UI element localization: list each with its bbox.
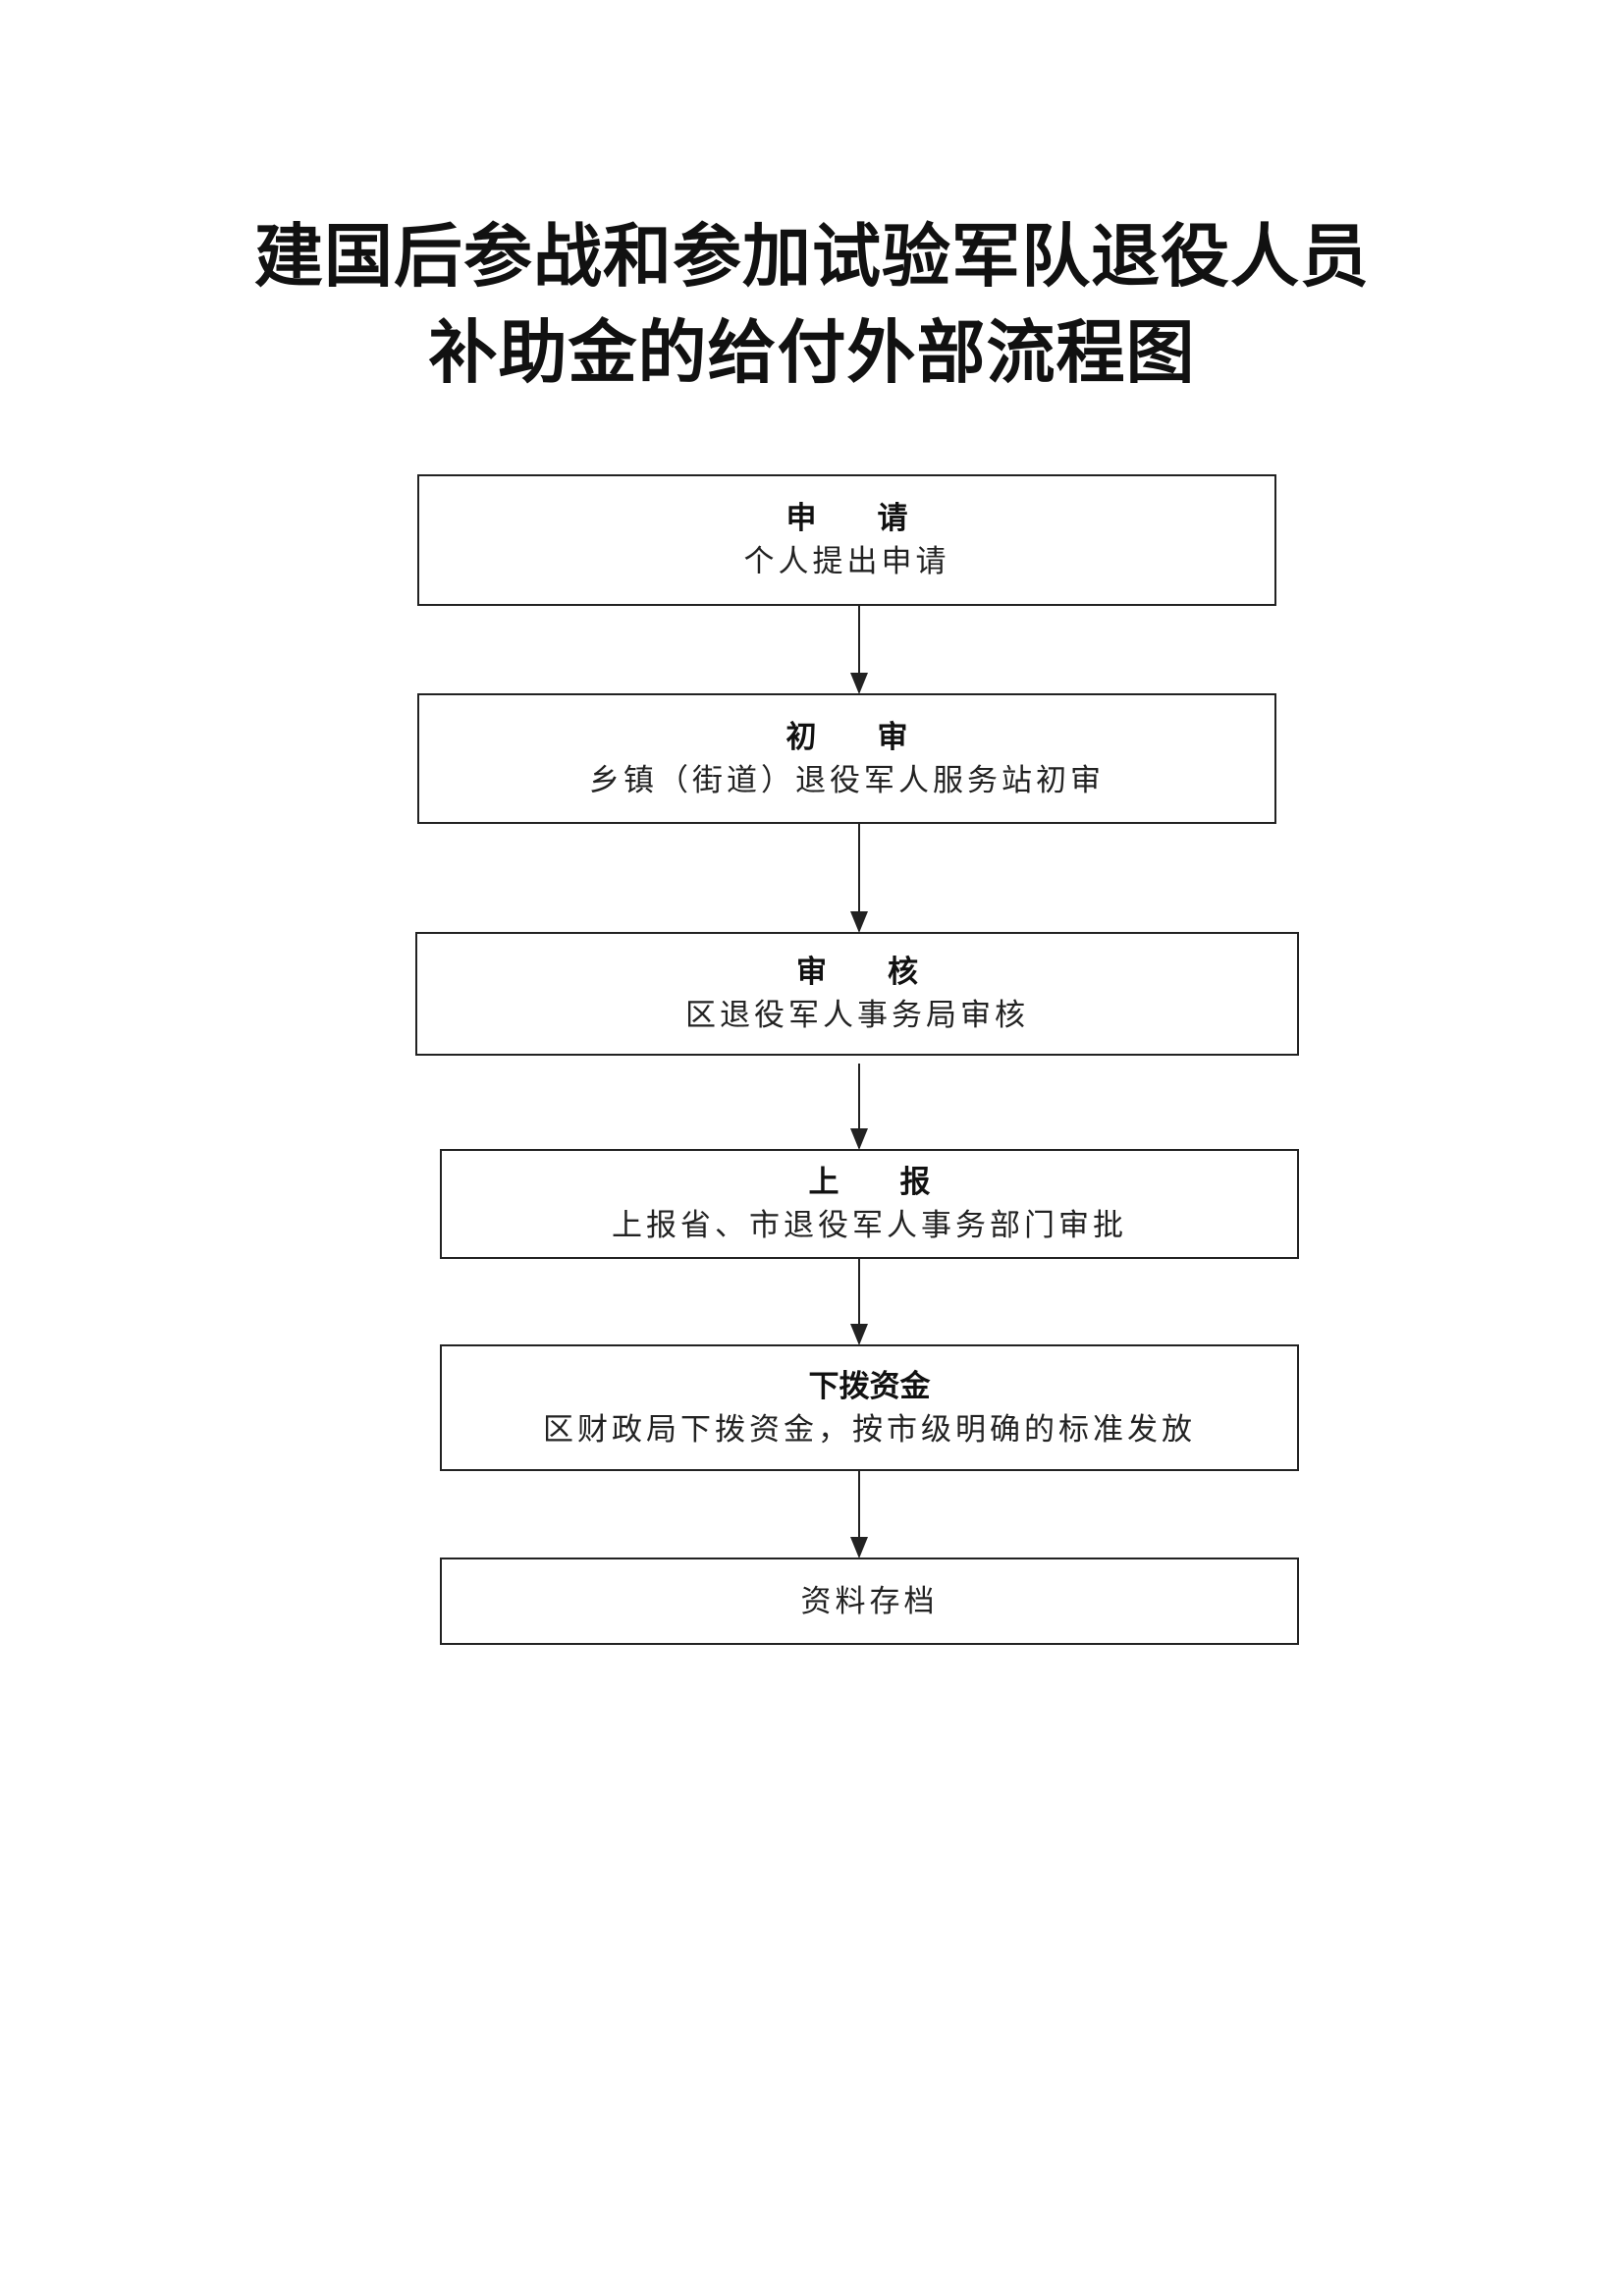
arrow-down-icon (850, 1259, 868, 1345)
step-heading: 申 请 (785, 501, 908, 536)
title-line-2: 补助金的给付外部流程图 (428, 311, 1196, 393)
arrow-down-icon (850, 606, 868, 694)
step-audit: 审 核 区退役军人事务局审核 (415, 932, 1299, 1056)
step-detail: 区退役军人事务局审核 (685, 998, 1029, 1033)
arrow-down-icon (850, 1064, 868, 1150)
step-heading: 上 报 (808, 1165, 931, 1200)
step-heading: 审 核 (796, 955, 918, 990)
step-apply: 申 请 个人提出申请 (417, 474, 1276, 606)
step-detail: 上报省、市退役军人事务部门审批 (612, 1208, 1127, 1243)
step-report: 上 报 上报省、市退役军人事务部门审批 (440, 1149, 1299, 1259)
step-detail: 个人提出申请 (743, 544, 950, 579)
step-heading: 初 审 (785, 719, 908, 755)
step-archive: 资料存档 (440, 1558, 1299, 1645)
step-heading: 下拨资金 (808, 1368, 931, 1404)
step-detail: 资料存档 (800, 1583, 939, 1619)
step-initial-review: 初 审 乡镇（街道）退役军人服务站初审 (417, 693, 1276, 824)
arrow-down-icon (850, 824, 868, 933)
step-detail: 乡镇（街道）退役军人服务站初审 (589, 762, 1105, 798)
step-allocate-funds: 下拨资金 区财政局下拨资金，按市级明确的标准发放 (440, 1344, 1299, 1471)
step-detail: 区财政局下拨资金，按市级明确的标准发放 (543, 1411, 1196, 1448)
arrow-down-icon (850, 1471, 868, 1558)
title-line-1: 建国后参战和参加试验军队退役人员 (254, 215, 1370, 297)
